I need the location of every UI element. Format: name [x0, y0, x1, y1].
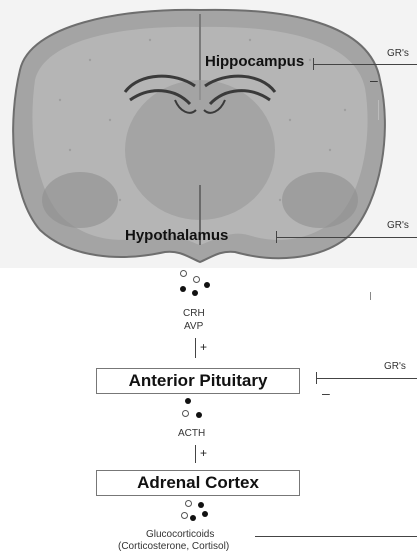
pituitary-gr-label: GR's [384, 361, 406, 372]
avp-label: AVP [184, 321, 203, 332]
molecule-filled [204, 282, 210, 288]
molecule-filled [196, 412, 202, 418]
hippocampus-gr-label: GR's [387, 48, 409, 59]
adrenal-cortex-box: Adrenal Cortex [96, 470, 300, 496]
molecule-open [182, 410, 189, 417]
molecule-filled [180, 286, 186, 292]
arrow-1-plus: + [200, 340, 207, 354]
molecule-filled [190, 515, 196, 521]
anterior-pituitary-box: Anterior Pituitary [96, 368, 300, 394]
arrow-1-line [195, 338, 196, 358]
glucocorticoids-connector [255, 536, 417, 537]
molecule-filled [185, 398, 191, 404]
feedback-vertical-line [378, 100, 379, 120]
molecule-open [181, 512, 188, 519]
hypothalamus-connector [276, 237, 417, 238]
crh-label: CRH [183, 308, 205, 319]
molecule-open [193, 276, 200, 283]
molecule-filled [192, 290, 198, 296]
hippocampus-connector [313, 64, 417, 65]
molecule-open [180, 270, 187, 277]
glucocorticoids-label: Glucocorticoids [146, 529, 214, 540]
hypothalamus-gr-label: GR's [387, 220, 409, 231]
hippocampus-tick [313, 58, 314, 70]
arrow-2-plus: + [200, 446, 207, 460]
pituitary-tick [316, 372, 317, 384]
hippocampus-feedback-sign: – [370, 72, 378, 88]
glucocorticoids-examples-label: (Corticosterone, Cortisol) [118, 541, 229, 552]
pituitary-connector [316, 378, 417, 379]
pituitary-feedback-sign: – [322, 385, 330, 401]
acth-label: ACTH [178, 428, 205, 439]
hypothalamus-label: Hypothalamus [125, 227, 228, 244]
hypothalamus-tick [276, 231, 277, 243]
side-mark [370, 292, 371, 300]
molecule-filled [202, 511, 208, 517]
hippocampus-label: Hippocampus [205, 53, 304, 70]
arrow-2-line [195, 445, 196, 463]
molecule-filled [198, 502, 204, 508]
molecule-open [185, 500, 192, 507]
